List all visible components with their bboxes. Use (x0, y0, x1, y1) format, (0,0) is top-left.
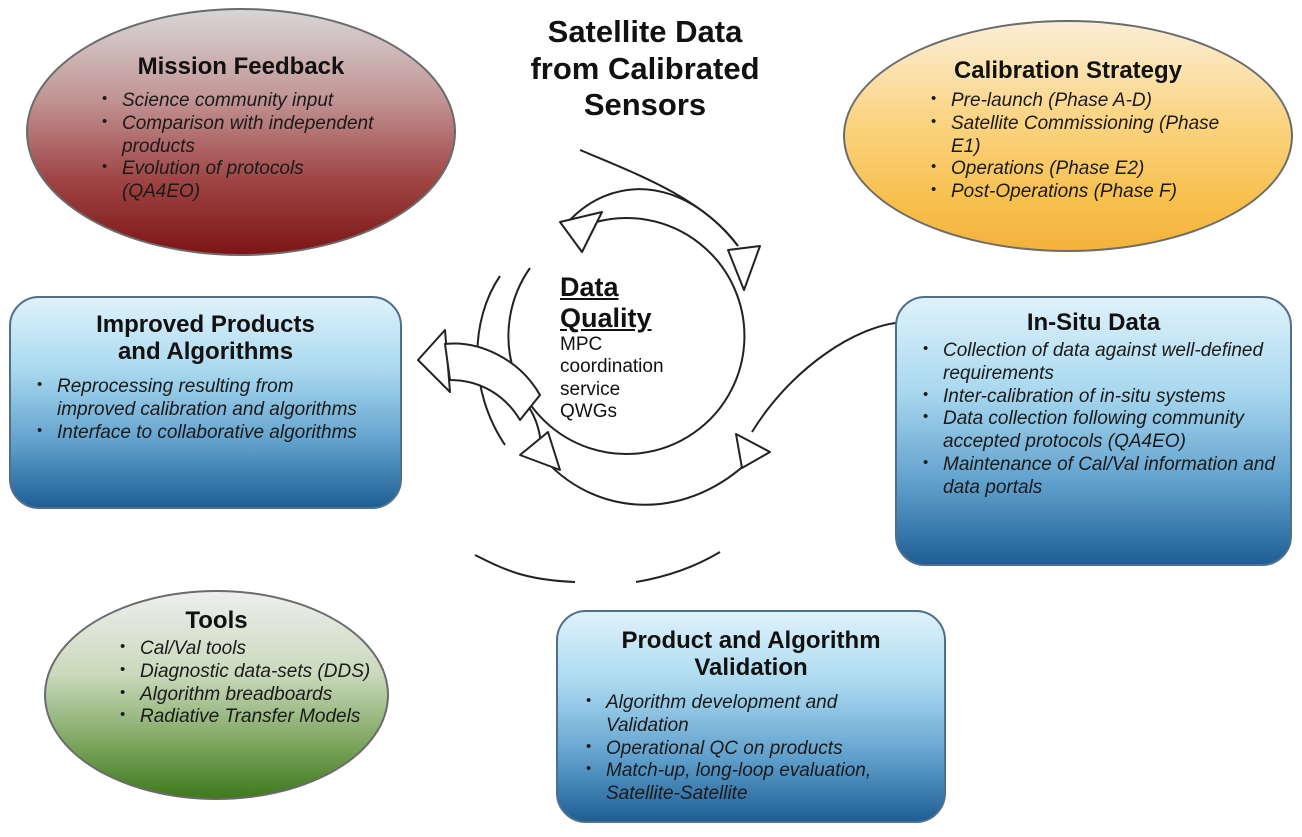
satellite-data-title: Satellite Data from Calibrated Sensors (485, 14, 805, 124)
mission-feedback-bubble: Mission Feedback Science community input… (26, 8, 456, 256)
list-item: Data collection following community acce… (917, 408, 1277, 454)
mission-feedback-list: Science community input Comparison with … (96, 90, 386, 204)
center-heading-2: Quality (560, 303, 652, 334)
in-situ-list: Collection of data against well-defined … (917, 340, 1277, 500)
arrow-head-bottom-left (519, 431, 561, 471)
center-line: service (560, 378, 621, 400)
list-item: Science community input (96, 90, 386, 113)
center-heading-1: Data (560, 272, 619, 302)
satellite-arc (579, 149, 739, 247)
list-item: Algorithm breadboards (114, 684, 374, 707)
center-line: MPC (560, 334, 603, 356)
title-line-2: Validation (694, 653, 808, 681)
list-item: Algorithm development and Validation (580, 692, 920, 738)
insitu-arc (751, 321, 905, 433)
arrow-head-right-bottom (735, 433, 771, 469)
validation-list: Algorithm development and Validation Ope… (580, 692, 920, 806)
data-quality-center: Data Quality MPC coordination service QW… (560, 272, 664, 423)
tools-bubble: Tools Cal/Val tools Diagnostic data-sets… (44, 590, 389, 800)
title-line-3: Sensors (583, 87, 707, 123)
list-item: Cal/Val tools (114, 638, 374, 661)
list-item: Evolution of protocols (QA4EO) (96, 158, 386, 204)
arrow-head-right-top (727, 245, 761, 291)
list-item: Operations (Phase E2) (925, 158, 1235, 181)
list-item: Diagnostic data-sets (DDS) (114, 661, 374, 684)
list-item: Maintenance of Cal/Val information and d… (917, 454, 1277, 500)
in-situ-title: In-Situ Data (1026, 309, 1161, 336)
in-situ-data-box: In-Situ Data Collection of data against … (895, 296, 1292, 566)
validation-box: Product and Algorithm Validation Algorit… (556, 610, 946, 823)
list-item: Radiative Transfer Models (114, 706, 374, 729)
outer-cycle-arc-bottom (544, 457, 753, 506)
validation-arc (635, 551, 721, 583)
arrow-head-top-left (559, 211, 603, 253)
list-item: Comparison with independent products (96, 113, 386, 159)
list-item: Operational QC on products (580, 738, 920, 761)
tools-arc (474, 554, 576, 583)
list-item: Post-Operations (Phase F) (925, 181, 1235, 204)
center-line: coordination (560, 356, 664, 378)
list-item: Pre-launch (Phase A-D) (925, 90, 1235, 113)
list-item: Reprocessing resulting from improved cal… (31, 376, 361, 422)
improved-products-title: Improved Products and Algorithms (11, 311, 400, 366)
title-line-2: from Calibrated (530, 50, 760, 86)
list-item: Interface to collaborative algorithms (31, 422, 361, 445)
center-line: QWGs (560, 400, 617, 422)
list-item: Inter-calibration of in-situ systems (917, 386, 1277, 409)
title-line-1: Improved Products (96, 311, 315, 338)
calibration-strategy-title: Calibration Strategy (953, 57, 1183, 84)
list-item: Collection of data against well-defined … (917, 340, 1277, 386)
title-line-1: Product and Algorithm (621, 627, 881, 654)
improved-products-box: Improved Products and Algorithms Reproce… (9, 296, 402, 509)
validation-title: Product and Algorithm Validation (558, 627, 944, 682)
arrow-shaft-left (444, 342, 541, 421)
calibration-strategy-bubble: Calibration Strategy Pre-launch (Phase A… (843, 20, 1293, 252)
tools-list: Cal/Val tools Diagnostic data-sets (DDS)… (114, 638, 374, 729)
arrow-head-left (417, 329, 451, 393)
list-item: Match-up, long-loop evaluation, Satellit… (580, 760, 920, 806)
mission-feedback-title: Mission Feedback (137, 53, 345, 80)
calibration-strategy-list: Pre-launch (Phase A-D) Satellite Commiss… (925, 90, 1235, 204)
tools-title: Tools (185, 607, 248, 634)
improved-products-list: Reprocessing resulting from improved cal… (31, 376, 361, 444)
title-line-2: and Algorithms (117, 337, 294, 365)
title-line-1: Satellite Data (547, 14, 743, 49)
list-item: Satellite Commissioning (Phase E1) (925, 113, 1235, 159)
